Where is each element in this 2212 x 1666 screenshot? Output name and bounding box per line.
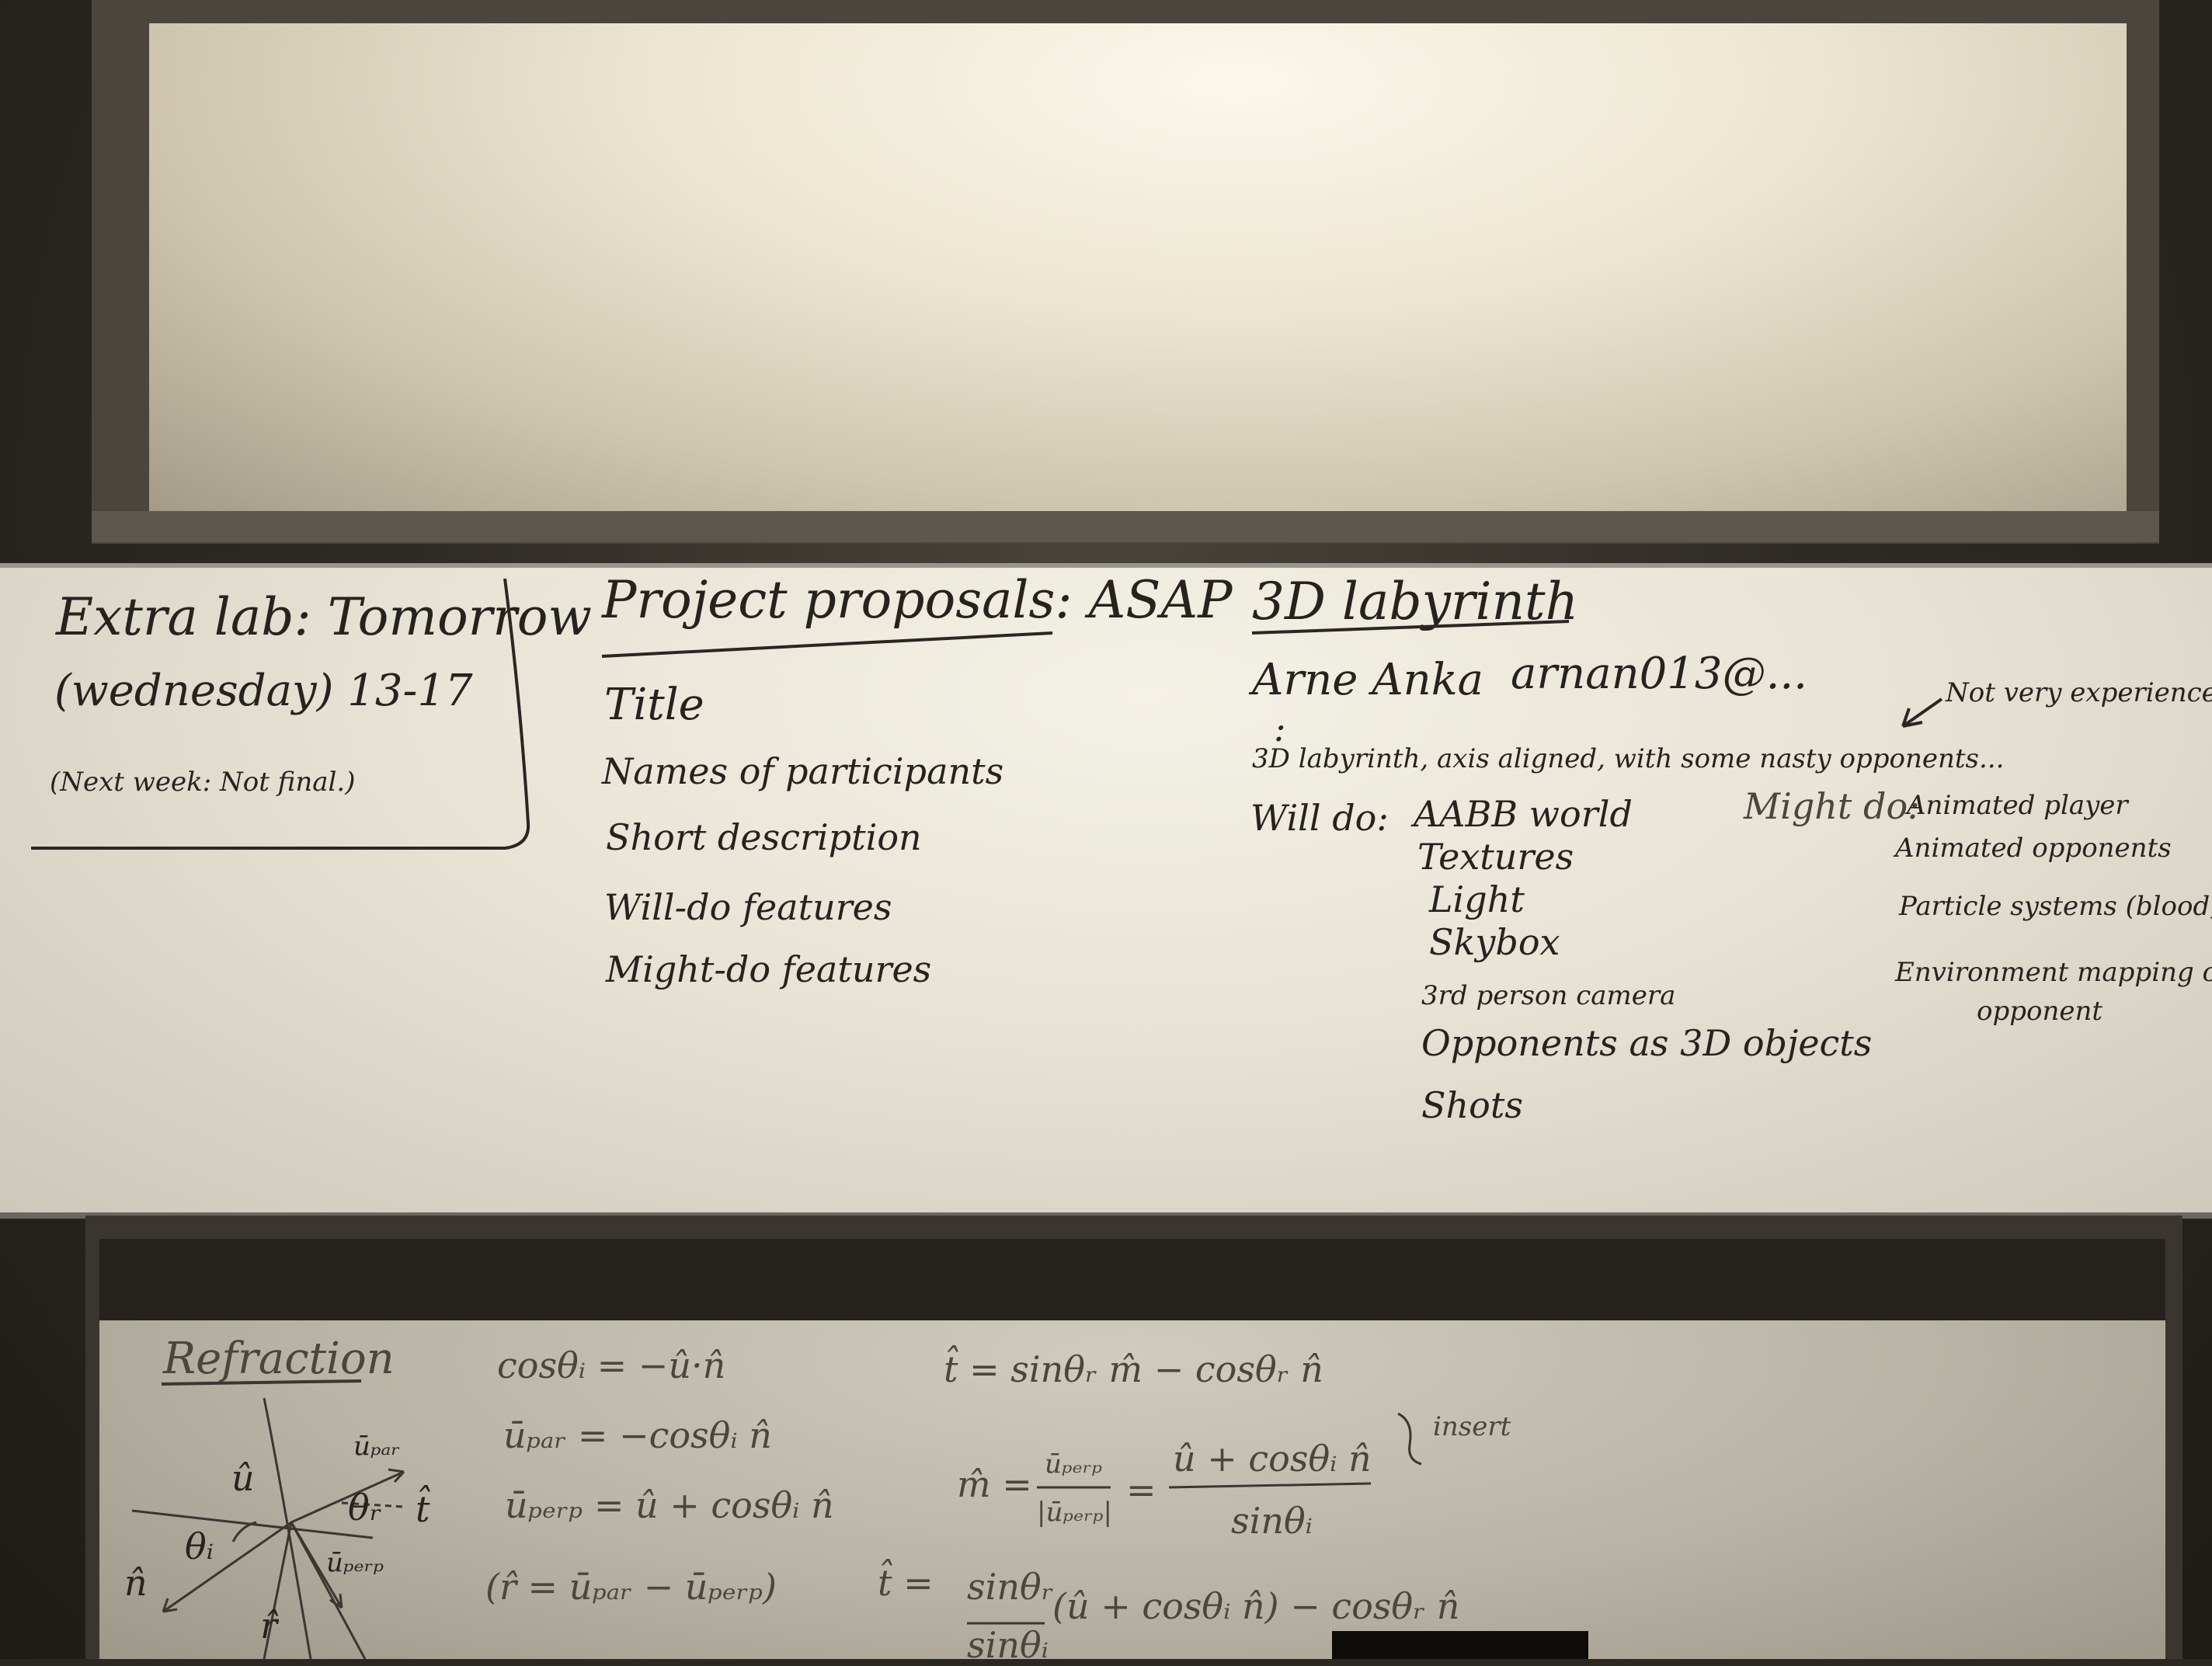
will-do-item-aabb: AABB world <box>1414 793 1633 835</box>
will-do-item-shots: Shots <box>1421 1084 1523 1126</box>
lower-board-shadow <box>99 1239 2165 1324</box>
equation-t: t̂ = sinθᵣ m̂ − cosθᵣ n̂ <box>944 1348 1323 1390</box>
equation-m-num: û + cosθᵢ n̂ <box>1173 1438 1372 1480</box>
equation-m-left: m̂ = <box>957 1463 1032 1505</box>
diagram-label-u-par: ūₚₐᵣ <box>353 1431 401 1462</box>
labyrinth-note: Not very experienced <box>1946 677 2212 708</box>
equation-cos-theta-i: cosθᵢ = −û·n̂ <box>497 1344 726 1386</box>
lower-whiteboard <box>99 1320 2165 1659</box>
labyrinth-author: Arne Anka <box>1252 655 1484 705</box>
proposal-item-names: Names of participants <box>602 750 1004 792</box>
refraction-title: Refraction <box>163 1334 395 1384</box>
project-proposals-heading: Project proposals: ASAP <box>602 570 1233 630</box>
will-do-item-opponents: Opponents as 3D objects <box>1421 1022 1873 1064</box>
diagram-label-t: t̂ <box>416 1488 430 1530</box>
equation-t2-left: t̂ = <box>878 1562 934 1604</box>
labyrinth-email: arnan013@... <box>1511 649 1807 699</box>
will-do-item-light: Light <box>1429 878 1525 920</box>
diagram-label-n: n̂ <box>124 1562 148 1604</box>
labyrinth-heading: 3D labyrinth <box>1252 572 1579 631</box>
extra-lab-line3: (Next week: Not final.) <box>50 767 356 798</box>
diagram-label-u: û <box>231 1457 255 1499</box>
might-do-item-player: Animated player <box>1907 790 2128 821</box>
proposal-item-title: Title <box>604 680 704 730</box>
might-do-item-particles: Particle systems (blood, smoke <box>1899 891 2212 922</box>
extra-lab-line1: Extra lab: Tomorrow <box>56 587 593 647</box>
equation-t2-num: sinθᵣ <box>967 1566 1054 1608</box>
diagram-label-theta-r: θᵣ <box>348 1487 382 1529</box>
proposal-item-might-do: Might-do features <box>606 948 932 990</box>
proposal-item-will-do: Will-do features <box>604 886 892 928</box>
diagram-label-r: r̂ <box>260 1605 277 1647</box>
equation-u-perp: ūₚₑᵣₚ = û + cosθᵢ n̂ <box>505 1484 834 1526</box>
equation-m-den: sinθᵢ <box>1231 1500 1313 1542</box>
will-do-item-camera: 3rd person camera <box>1421 980 1676 1011</box>
extra-lab-line2: (wednesday) 13-17 <box>54 666 473 716</box>
projector-screen <box>149 23 2127 511</box>
might-do-label: Might do: <box>1744 785 1920 827</box>
might-do-item-envmap: Environment mapping on <box>1895 957 2212 988</box>
diagram-label-theta-i: θᵢ <box>185 1525 214 1567</box>
equation-r: (r̂ = ūₚₐᵣ − ūₚₑᵣₚ) <box>485 1566 777 1608</box>
equation-m-frac-num: ūₚₑᵣₚ <box>1045 1449 1103 1480</box>
equation-u-par: ūₚₐᵣ = −cosθᵢ n̂ <box>503 1414 772 1456</box>
equation-m-note: insert <box>1433 1411 1511 1442</box>
will-do-item-skybox: Skybox <box>1429 921 1560 963</box>
equation-t2-den: sinθᵢ <box>967 1624 1049 1666</box>
equation-t2-rest: (û + cosθᵢ n̂) − cosθᵣ n̂ <box>1052 1585 1460 1627</box>
will-do-item-textures: Textures <box>1417 836 1574 878</box>
might-do-item-envmap-2: opponent <box>1977 996 2103 1027</box>
dark-object <box>1332 1631 1588 1659</box>
labyrinth-description: 3D labyrinth, axis aligned, with some na… <box>1252 743 2005 774</box>
labyrinth-dots: : <box>1274 708 1286 750</box>
will-do-label: Will do: <box>1250 797 1389 839</box>
equation-m-frac-den: |ūₚₑᵣₚ| <box>1037 1497 1112 1528</box>
equation-m-eq: = <box>1126 1469 1156 1511</box>
screen-rail <box>92 511 2159 542</box>
middle-whiteboard <box>0 563 2212 1219</box>
might-do-item-opponents: Animated opponents <box>1895 833 2172 864</box>
diagram-label-u-perp: ūₚₑᵣₚ <box>326 1547 384 1578</box>
proposal-item-description: Short description <box>606 816 922 858</box>
